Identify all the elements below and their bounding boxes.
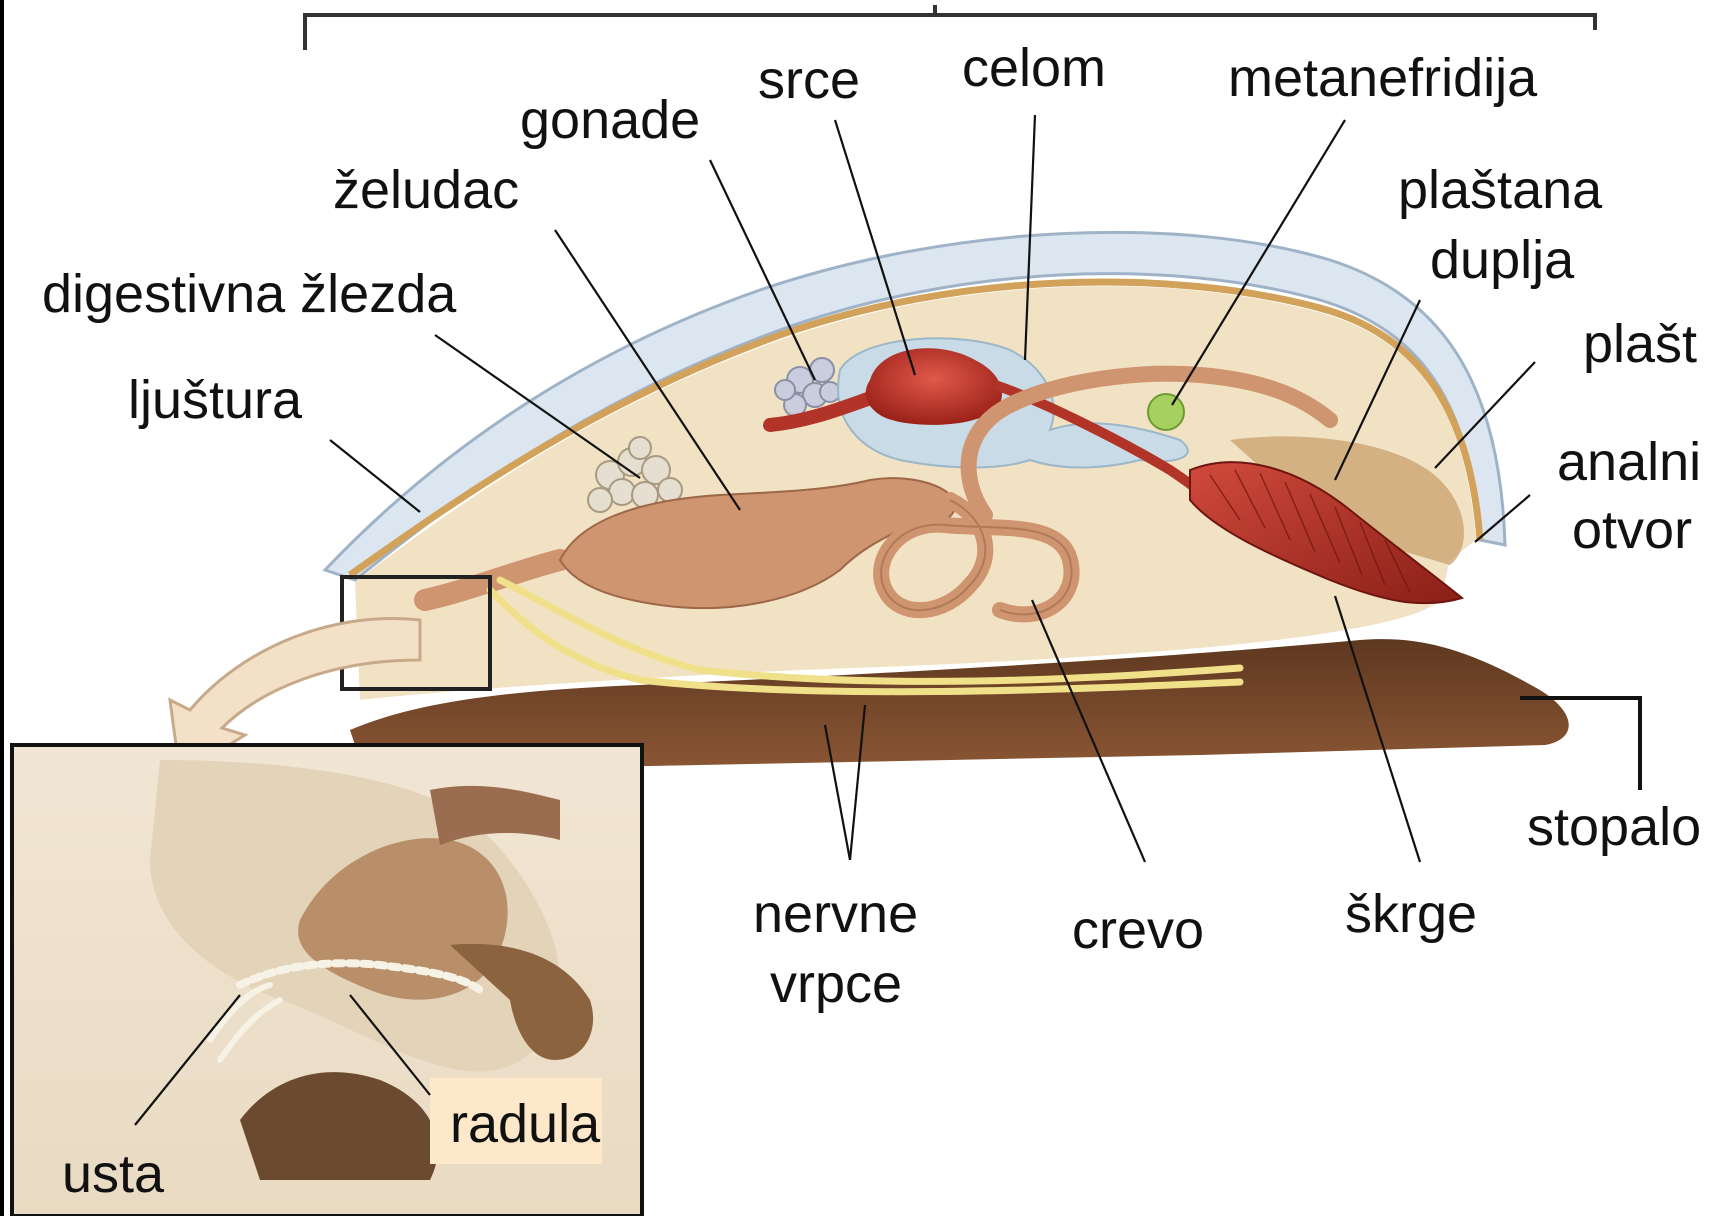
label-nervne-1: nervne <box>753 884 918 944</box>
metanephridium <box>1148 394 1184 430</box>
top-bracket <box>305 15 1595 50</box>
label-celom: celom <box>962 38 1106 98</box>
label-plastana-1: plaštana <box>1398 160 1603 220</box>
label-usta: usta <box>62 1144 165 1204</box>
label-plastana-2: duplja <box>1430 230 1575 290</box>
label-crevo: crevo <box>1072 900 1204 960</box>
label-ljustura: ljuštura <box>128 370 303 430</box>
label-skrge: škrge <box>1345 884 1477 944</box>
label-metanefridija: metanefridija <box>1228 48 1538 108</box>
label-srce: srce <box>758 50 860 110</box>
label-gonade: gonade <box>520 90 700 150</box>
label-nervne-2: vrpce <box>770 954 902 1014</box>
label-radula: radula <box>450 1094 601 1154</box>
label-digestivna-zlezda: digestivna žlezda <box>42 264 457 324</box>
leader-ljustura <box>330 440 420 512</box>
label-analni-2: otvor <box>1572 500 1692 560</box>
left-border <box>0 0 4 1216</box>
label-zeludac: želudac <box>333 160 519 220</box>
label-analni-1: analni <box>1557 432 1701 492</box>
label-stopalo: stopalo <box>1527 797 1701 857</box>
label-plast: plašt <box>1583 314 1697 374</box>
